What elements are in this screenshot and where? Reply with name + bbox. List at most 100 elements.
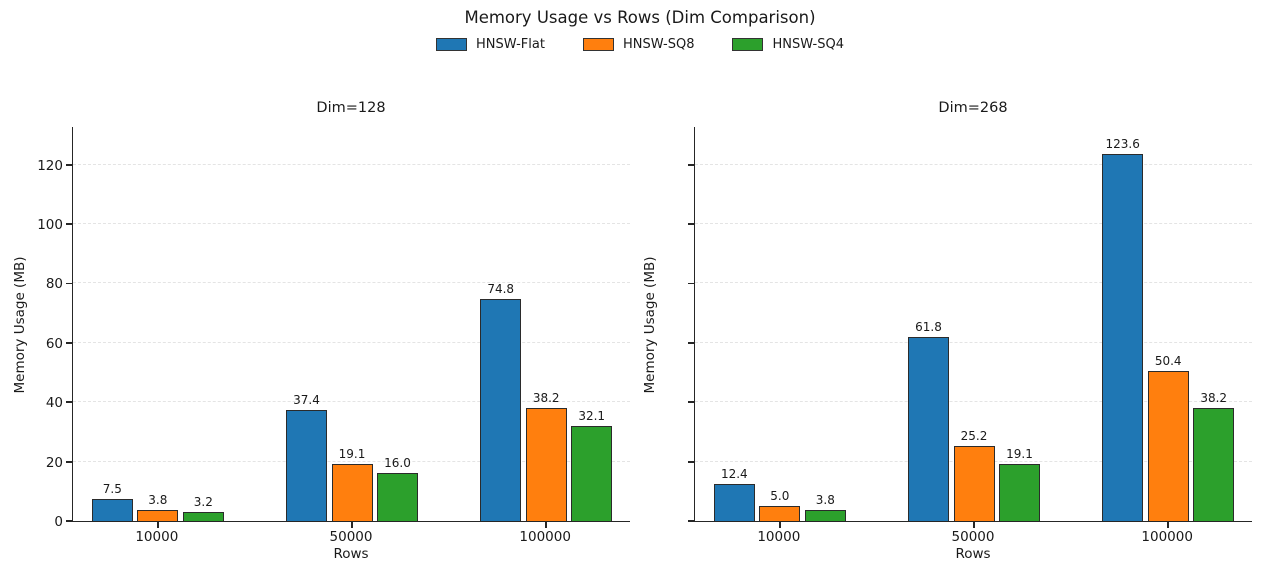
y-axis-label: Memory Usage (MB) [12,256,28,393]
gridline [695,401,1252,403]
y-tick-mark [66,342,72,344]
bar-hnsw-flat-10000 [713,484,755,521]
y-tick-mark [66,282,72,285]
x-tick-label: 10000 [135,529,179,545]
bar-hnsw-flat-100000 [480,298,522,521]
y-tick-label: 100 [37,217,63,234]
legend-item-hnsw-sq4: HNSW-SQ4 [732,37,844,52]
x-tick-label: 100000 [1141,529,1193,545]
bar-hnsw-sq4-50000 [999,464,1040,521]
legend-label: HNSW-SQ4 [772,37,844,52]
y-tick-mark [66,223,72,226]
bar-value-label: 38.2 [1200,390,1228,405]
subplot-title: Dim=268 [938,100,1008,116]
bar-value-label: 7.5 [102,481,122,496]
gridline [695,223,1252,225]
y-tick-mark [688,460,694,463]
y-tick-label: 20 [45,454,63,471]
x-tick-mark [351,522,353,528]
legend-item-hnsw-sq8: HNSW-SQ8 [582,37,695,52]
bar-hnsw-sq8-100000 [1147,371,1189,521]
subplot-title: Dim=128 [316,100,386,116]
y-tick-mark [688,282,694,285]
plot-area: 7.5 3.8 3.2 37.4 19.1 16.0 74.8 38.2 32.1 [66,127,630,528]
gridline [73,282,630,284]
chart-title: Memory Usage vs Rows (Dim Comparison) [464,8,816,27]
bar-value-label: 3.8 [148,492,168,507]
bar-hnsw-flat-100000 [1102,153,1144,521]
gridline [695,282,1252,284]
x-tick-mark [778,522,781,528]
gridline [695,341,1252,343]
legend-swatch-icon [732,38,764,51]
bar-value-label: 50.4 [1154,354,1182,369]
bar-value-label: 32.1 [578,408,606,423]
bar-hnsw-sq8-50000 [953,446,995,521]
y-tick-mark [66,520,72,522]
x-axis-label: Rows [955,546,991,562]
bar-value-label: 19.1 [338,447,366,462]
legend-label: HNSW-SQ8 [622,37,695,52]
gridline [73,460,630,462]
bar-value-label: 12.4 [720,467,748,482]
gridline [73,223,630,225]
y-tick-mark [66,460,72,463]
bar-hnsw-flat-10000 [91,498,133,521]
bar-hnsw-sq8-10000 [759,506,801,521]
bar-value-label: 61.8 [915,320,942,335]
bar-value-label: 3.8 [815,492,835,507]
y-tick-label: 40 [45,395,63,412]
x-tick-label: 100000 [519,529,571,545]
bar-hnsw-sq4-100000 [571,425,613,521]
bar-value-label: 37.4 [293,392,320,407]
bar-hnsw-sq8-100000 [525,407,567,521]
gridline [73,341,630,343]
gridline [695,163,1252,165]
bar-value-label: 19.1 [1006,447,1033,462]
bar-value-label: 5.0 [770,489,790,504]
plot-area: 12.4 5.0 3.8 61.8 25.2 19.1 123.6 50.4 38.2 [688,127,1252,528]
legend-label: HNSW-Flat [476,37,545,52]
bar-value-label: 16.0 [384,456,411,471]
y-tick-mark [688,342,694,344]
x-axis-label: Rows [333,546,369,562]
x-tick-mark [545,522,548,528]
x-tick-label: 50000 [951,529,995,545]
bar-hnsw-sq8-50000 [331,464,373,521]
bar-value-label: 38.2 [532,390,560,405]
bar-hnsw-sq4-10000 [804,509,846,521]
bar-hnsw-sq4-50000 [377,473,418,521]
bar-value-label: 74.8 [487,281,515,296]
bar-hnsw-flat-50000 [286,409,327,521]
bar-value-label: 25.2 [960,429,988,444]
y-tick-mark [66,163,72,166]
x-tick-label: 50000 [329,529,373,545]
gridline [73,401,630,403]
y-tick-label: 120 [37,157,63,174]
legend: HNSW-Flat HNSW-SQ8 HNSW-SQ4 [0,37,1280,52]
y-tick-label: 0 [54,514,63,530]
y-tick-mark [688,401,694,404]
gridline [73,163,630,165]
legend-swatch-icon [582,38,614,51]
x-tick-mark [156,522,159,528]
x-tick-mark [1167,522,1170,528]
y-tick-mark [688,223,694,226]
y-tick-label: 60 [45,335,63,352]
bar-hnsw-sq4-10000 [182,511,224,521]
bar-value-label: 3.2 [193,494,213,509]
bar-value-label: 123.6 [1105,136,1140,151]
bar-hnsw-flat-50000 [908,337,949,521]
y-axis-label: Memory Usage (MB) [642,256,658,393]
bar-hnsw-sq4-100000 [1193,407,1235,521]
legend-swatch-icon [436,38,467,51]
x-tick-label: 10000 [757,529,801,545]
y-tick-label: 80 [45,276,63,293]
legend-item-hnsw-flat: HNSW-Flat [436,37,545,52]
y-tick-mark [66,401,72,404]
y-tick-mark [688,520,694,522]
x-tick-mark [973,522,975,528]
